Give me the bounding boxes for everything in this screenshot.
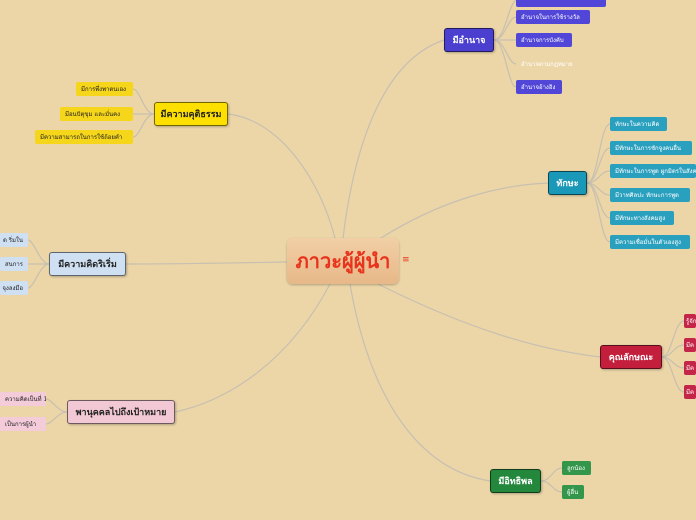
subtopic-influence-1[interactable]: ลูกน้อง	[562, 461, 591, 475]
topic-qualities[interactable]: คุณลักษณะ	[600, 345, 662, 369]
subtopic-creative-1[interactable]: ด ริ่มใน	[0, 233, 28, 247]
subtopic-skills-1[interactable]: ทักษะในความคิด	[610, 117, 667, 131]
subtopic-authority-1[interactable]	[516, 0, 606, 7]
subtopic-ethics-2[interactable]: มีอนปัตุขุม และมั่นคง	[60, 107, 133, 121]
topic-goal[interactable]: พานุคคลไปถึงเป้าหมาย	[67, 400, 175, 424]
subtopic-skills-2[interactable]: มีทักษะในการชักจูงคนอื่น	[610, 141, 692, 155]
subtopic-ethics-3[interactable]: มีความสามารถในการใช้ถ้อยคำ	[35, 130, 133, 144]
subtopic-skills-6[interactable]: มีความเชื่อมั่นในตัวเองสูง	[610, 235, 690, 249]
subtopic-qualities-1[interactable]: รู้จัก	[684, 314, 696, 328]
subtopic-goal-2[interactable]: เป็นการผู้นำ	[0, 417, 46, 431]
subtopic-creative-3[interactable]: จุงลงมือ	[0, 281, 28, 295]
topic-creative[interactable]: มีความคิดริเริ่ม	[49, 252, 126, 276]
subtopic-qualities-3[interactable]: มีค	[684, 361, 696, 375]
subtopic-qualities-2[interactable]: มีค	[684, 338, 696, 352]
topic-influence[interactable]: มีอิทธิพล	[490, 469, 541, 493]
subtopic-goal-1[interactable]: ความคิดเป็นที่ 1	[0, 392, 46, 406]
subtopic-skills-3[interactable]: มีทักษะในการพูด ผูกมิตรในสังคม	[610, 164, 696, 178]
subtopic-authority-2[interactable]: อำนาจในการใช้รางวัล	[516, 10, 590, 24]
subtopic-authority-4[interactable]: อำนาจตามกฎหมาย	[521, 61, 573, 68]
topic-skills[interactable]: ทักษะ	[548, 171, 587, 195]
subtopic-skills-5[interactable]: มีทักษะทางสังคมสูง	[610, 211, 674, 225]
subtopic-authority-5[interactable]: อำนาจอ้างอิง	[516, 80, 562, 94]
subtopic-ethics-1[interactable]: มีการพึ่งพาตนเอง	[76, 82, 133, 96]
central-topic[interactable]: ภาวะผู้ผู้นำ	[287, 238, 399, 284]
subtopic-skills-4[interactable]: มีวาทศิลปะ ทักษะการพูด	[610, 188, 690, 202]
subtopic-authority-3[interactable]: อำนาจการบังคับ	[516, 33, 572, 47]
notes-icon[interactable]: ≡	[402, 255, 410, 265]
subtopic-qualities-4[interactable]: มีค	[684, 385, 696, 399]
subtopic-influence-2[interactable]: ผู้อื่น	[562, 485, 584, 499]
topic-authority[interactable]: มีอำนาจ	[444, 28, 494, 52]
subtopic-creative-2[interactable]: สนการ	[0, 257, 28, 271]
topic-ethics[interactable]: มีความคุติธรรม	[154, 102, 228, 126]
